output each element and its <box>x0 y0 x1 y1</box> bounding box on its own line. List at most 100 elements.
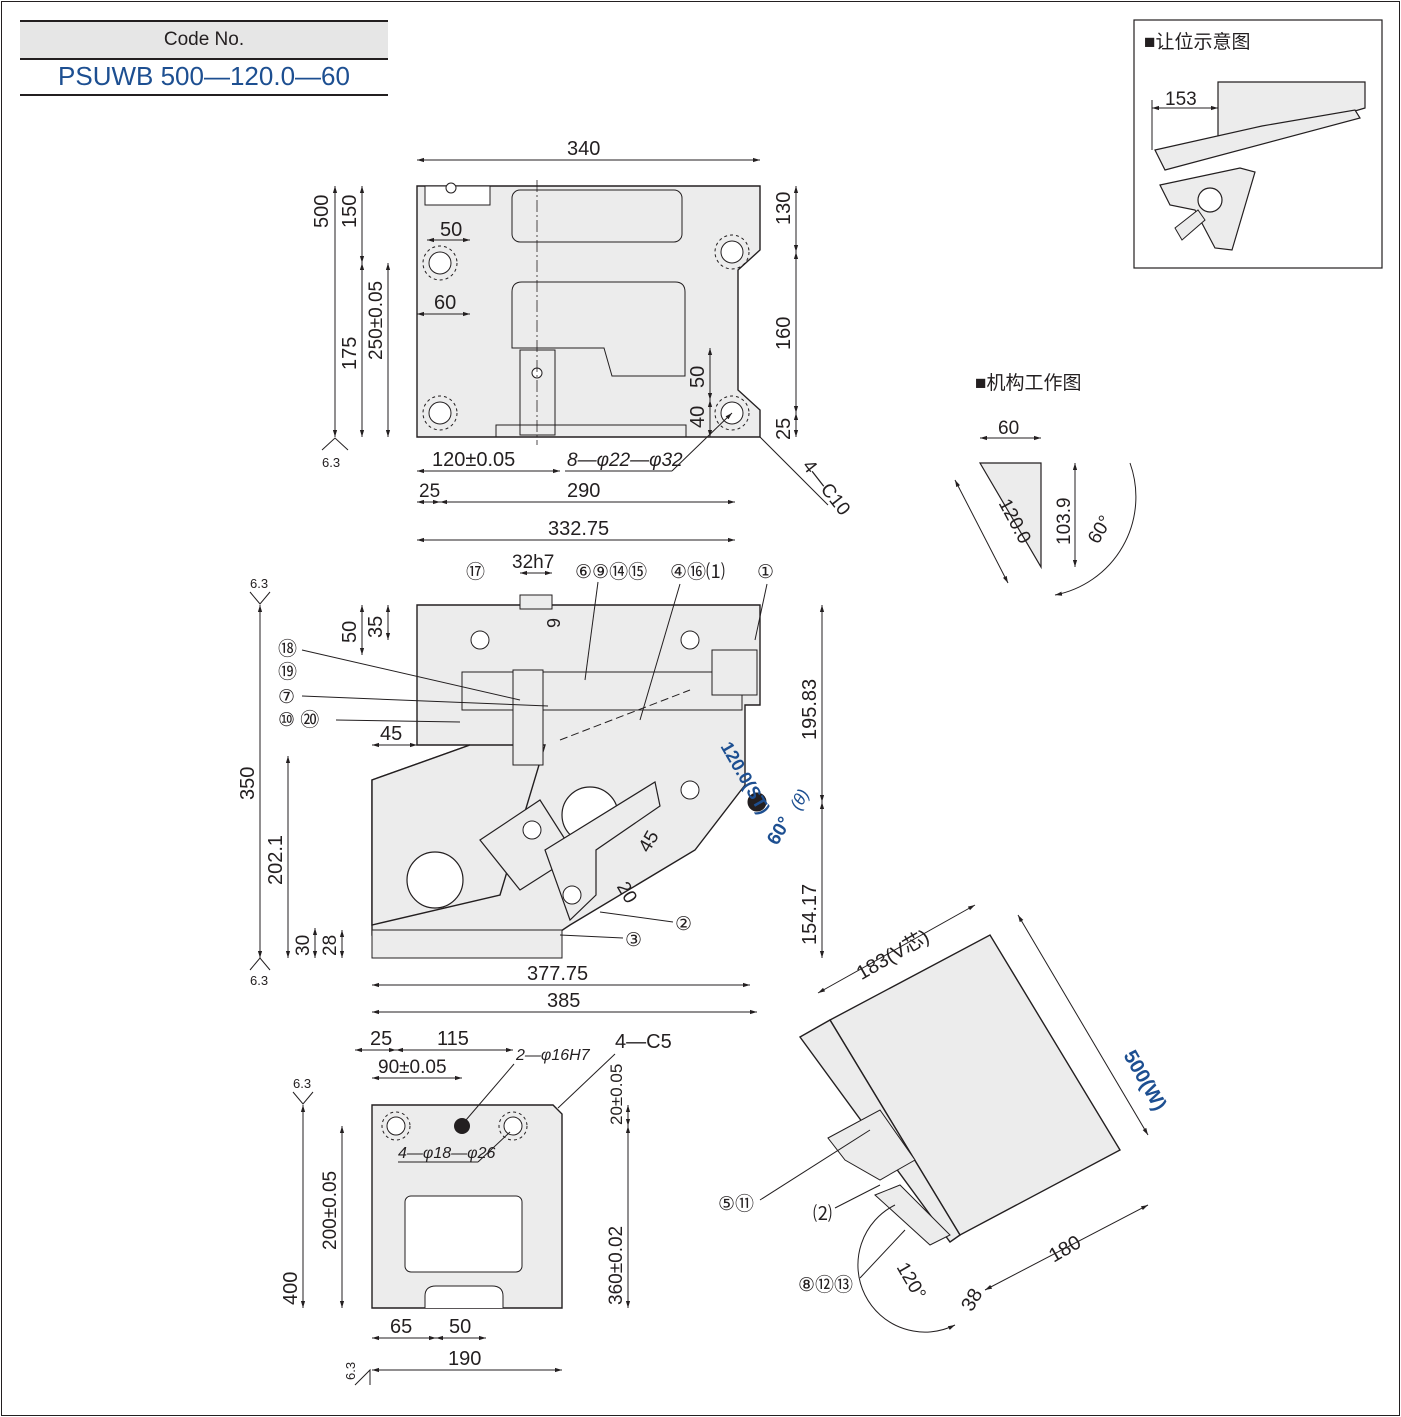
front-base <box>371 929 563 959</box>
callout-3: ③ <box>625 930 642 951</box>
top-hole-2 <box>720 240 744 264</box>
rough-mark-5 <box>354 1368 371 1386</box>
top-holes-leader-2 <box>671 412 733 472</box>
front-dim-377-text: 377.75 <box>527 963 588 985</box>
bottom-chamfer-leader <box>557 1053 616 1109</box>
leader-4 <box>639 583 681 721</box>
callout-7: ⑦ <box>278 687 295 708</box>
front-bolt-2 <box>680 630 700 650</box>
top-view: 340 500 150 175 250±0.05 50 60 130 160 5… <box>311 138 854 520</box>
inset-angle-arc <box>1054 462 1137 596</box>
rough-mark-4 <box>292 1091 314 1105</box>
front-cam-slide <box>544 781 661 922</box>
bottom-pin-text: 2—φ16H7 <box>515 1047 591 1064</box>
front-dim-28-text: 28 <box>320 935 341 956</box>
top-cbore-4 <box>714 395 750 431</box>
code-block: Code No. PSUWB 500—120.0—60 <box>20 20 388 96</box>
leader-3 <box>559 934 624 939</box>
callout-17: ⑰ <box>466 561 485 583</box>
front-angle-text: 60° <box>763 813 796 848</box>
bottom-dim-115-text: 115 <box>437 1028 469 1050</box>
front-driver-pin <box>522 820 542 840</box>
bottom-cbore-1 <box>381 1111 411 1141</box>
inset-mechanism: ■机构工作图 60 120.0 103.9 60° <box>954 372 1137 596</box>
callout-2: ② <box>675 914 692 935</box>
bottom-view: 25 115 90±0.05 2—φ16H7 4—C5 4—φ18—φ26 20… <box>280 1028 672 1386</box>
iso-face <box>829 934 1121 1236</box>
callout-8-12-13: ⑧⑫⑬ <box>798 1274 853 1296</box>
top-cbore-3 <box>422 395 458 431</box>
front-theta-text: (θ) <box>786 786 813 813</box>
bottom-holes-leader-2 <box>477 1131 511 1163</box>
top-dim-60-text: 60 <box>434 292 456 314</box>
front-origin-mark <box>747 792 767 812</box>
top-dim-130-text: 130 <box>773 192 795 225</box>
iso-dim-180 <box>984 1204 1149 1291</box>
rough-text-1: 6.3 <box>322 455 340 470</box>
front-dim-9-text: 9 <box>544 618 564 628</box>
rough-text-3: 6.3 <box>250 973 268 988</box>
bottom-dim-190-text: 190 <box>448 1348 481 1370</box>
front-dim-202-text: 202.1 <box>265 835 287 885</box>
front-bolt-4 <box>562 885 582 905</box>
iso-wedge <box>874 1184 951 1246</box>
iso-view: 183(V芯) 500(W) 180 38 120° ⑤⑪ ⑵ ⑧⑫⑬ <box>718 904 1171 1333</box>
top-dim-160-text: 160 <box>773 317 795 350</box>
inset-pin <box>1174 209 1206 241</box>
iso-dim-183 <box>817 904 976 994</box>
iso-angle-text: 120° <box>892 1259 930 1304</box>
leader-18 <box>301 649 521 701</box>
front-bore-1 <box>406 851 464 909</box>
front-dim-385-text: 385 <box>547 990 580 1012</box>
top-holes-text: 8—φ22—φ32 <box>567 450 683 471</box>
callout-6: ⑥⑨⑭⑮ <box>575 561 647 583</box>
inset-dim-slant <box>954 479 1009 584</box>
top-key-slot <box>519 349 556 436</box>
front-view: 332.75 32h7 9 50 35 45 350 202.1 30 28 3… <box>237 518 825 1015</box>
inset-dim-angle-text: 60° <box>1084 512 1117 547</box>
top-cbore-1 <box>422 245 458 281</box>
top-dim-500-text: 500 <box>311 195 333 228</box>
top-hole-3 <box>428 401 452 425</box>
top-dim-340-text: 340 <box>567 138 600 160</box>
callout-19: ⑲ <box>278 661 297 683</box>
iso-dim-500-text: 500(W) <box>1119 1047 1171 1115</box>
front-dim-195-text: 195.83 <box>799 679 821 740</box>
top-dim-250-text: 250±0.05 <box>366 281 387 360</box>
rough-text-4: 6.3 <box>293 1076 311 1091</box>
top-notch <box>424 185 491 206</box>
bottom-dim-50-text: 50 <box>449 1316 471 1338</box>
leader-10 <box>335 719 461 723</box>
front-dim-50-text: 50 <box>339 621 361 643</box>
rough-text-5: 6.3 <box>343 1362 358 1380</box>
bottom-dim-400-text: 400 <box>280 1272 302 1305</box>
inset-clearance-dim: 153 <box>1165 89 1197 110</box>
top-body <box>416 185 761 438</box>
top-small-hole-1 <box>445 182 457 194</box>
iso-angle-arc <box>857 1204 956 1333</box>
leader-8 <box>859 1229 906 1279</box>
callout-18: ⑱ <box>278 638 297 660</box>
bottom-dim-25-text: 25 <box>370 1028 392 1050</box>
front-key <box>519 594 553 610</box>
callout-22: ⑵ <box>813 1203 832 1225</box>
front-dim-30-text: 30 <box>293 935 314 956</box>
bottom-dim-20-text: 20±0.05 <box>607 1064 626 1125</box>
leader-5 <box>759 1129 871 1201</box>
bottom-hole-2 <box>503 1116 523 1136</box>
front-post <box>512 669 544 766</box>
front-dim-35-text: 35 <box>365 616 387 638</box>
bottom-pocket <box>404 1195 523 1273</box>
bottom-hole-1 <box>386 1116 406 1136</box>
top-dim-25-text: 25 <box>419 481 440 502</box>
leader-6 <box>584 581 599 681</box>
top-ribs <box>495 424 687 438</box>
bottom-dim-65-text: 65 <box>390 1316 412 1338</box>
inset-mechanism-title: ■机构工作图 <box>975 372 1081 394</box>
front-dim-45-text: 45 <box>380 723 402 745</box>
top-dim-r50-text: 50 <box>687 366 709 388</box>
bottom-cbore-2 <box>498 1111 528 1141</box>
rough-mark-2 <box>249 591 271 605</box>
